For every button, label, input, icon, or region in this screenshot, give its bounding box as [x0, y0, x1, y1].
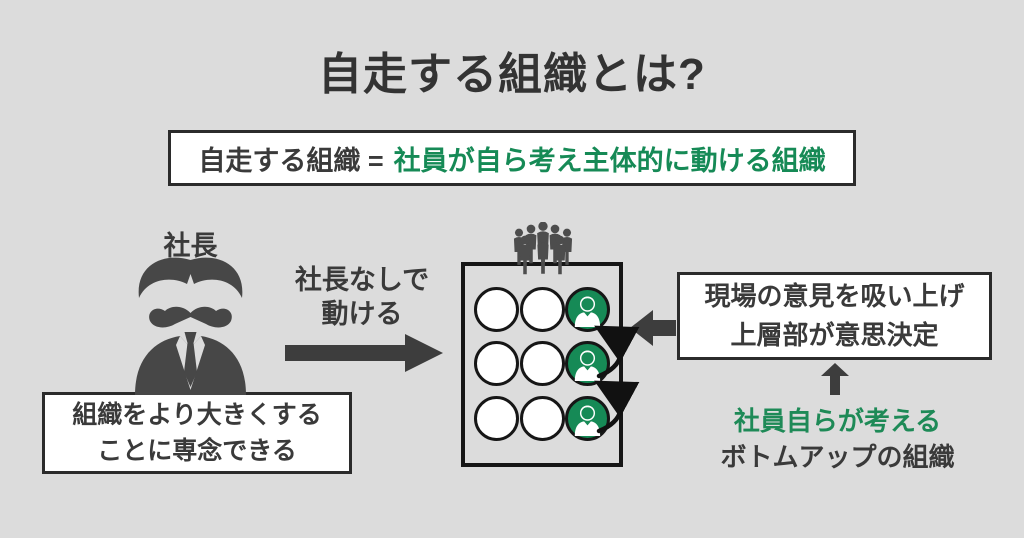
left-arrow-icon	[630, 308, 676, 348]
page-title: 自走する組織とは?	[318, 50, 706, 99]
employee-icon	[574, 296, 601, 328]
employee-icon	[574, 405, 601, 437]
employees-crowd-icon	[508, 221, 578, 280]
president-icon	[133, 250, 248, 395]
right-arrow-icon	[285, 334, 443, 372]
member-circle	[520, 396, 565, 441]
definition-description: 社員が自ら考え主体的に動ける組織	[393, 145, 826, 176]
active-member-circle	[565, 287, 610, 332]
transition-line-1: 社長なしで	[294, 265, 430, 295]
decision-line-2: 上層部が意思決定	[730, 320, 939, 350]
bottom-up-green-caption: 社員自らが考える	[733, 406, 942, 436]
up-arrow-icon	[821, 363, 849, 395]
definition-box: 自走する組織 = 社員が自ら考え主体的に動ける組織	[168, 130, 856, 186]
transition-line-2: 動ける	[321, 298, 403, 329]
transition-label: 社長なしで 動ける	[278, 264, 446, 332]
member-circle	[520, 341, 565, 386]
member-circle	[474, 396, 519, 441]
president-label: 社長	[163, 231, 218, 261]
president-benefit-box: 組織をより大きくする ことに専念できる	[42, 392, 352, 474]
bottom-up-caption: ボトムアップの組織	[720, 442, 955, 472]
benefit-line-1: 組織をより大きくする	[72, 400, 322, 429]
member-circle	[474, 287, 519, 332]
benefit-line-2: ことに専念できる	[97, 437, 297, 465]
decision-box: 現場の意見を吸い上げ 上層部が意思決定	[677, 272, 992, 360]
member-circle	[474, 341, 519, 386]
decision-line-1: 現場の意見を吸い上げ	[704, 281, 965, 311]
member-circle	[520, 287, 565, 332]
definition-term: 自走する組織 =	[198, 145, 384, 176]
bottom-up-arrows-icon	[575, 300, 645, 440]
